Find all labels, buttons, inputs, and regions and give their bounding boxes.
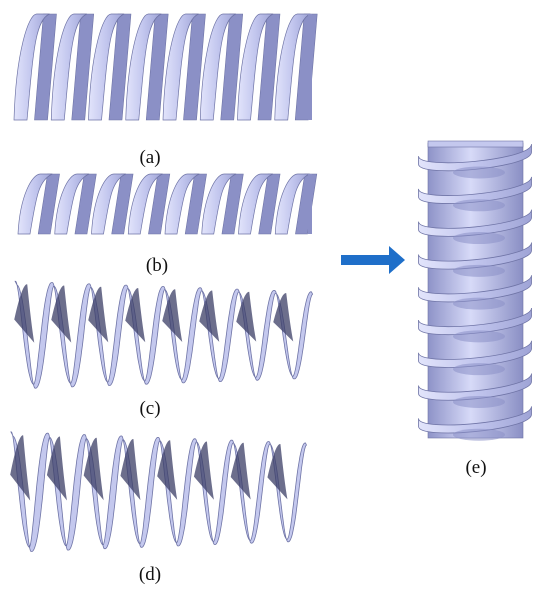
coil-back-strip	[183, 13, 206, 121]
coil-back-strip	[37, 173, 60, 235]
right-arrow-icon	[341, 246, 405, 274]
coil-turn	[418, 406, 532, 434]
caption-e: (e)	[465, 457, 486, 478]
coil-back-strip	[145, 13, 169, 121]
caption-b: (b)	[146, 255, 168, 276]
coil-front-strip	[162, 13, 199, 121]
panel-d: (d)	[10, 431, 307, 585]
coil-back-strip	[108, 13, 132, 121]
coil-turn	[418, 143, 532, 172]
coil-back-strip	[258, 173, 281, 235]
ribbon-shadow	[51, 285, 72, 343]
coil-groove	[453, 199, 505, 212]
ribbon-shadow	[273, 293, 294, 342]
ribbon-shadow	[125, 288, 146, 343]
coil-front-strip	[127, 173, 163, 235]
coil-groove	[453, 166, 505, 179]
ribbon-shadow	[83, 437, 104, 501]
coil-groove	[453, 297, 505, 310]
assembled-coil-e	[418, 140, 532, 441]
coil-front-strip	[13, 13, 50, 121]
coil-front-strip	[91, 173, 127, 235]
ribbon-shadow	[199, 290, 220, 342]
ribbon-shadow	[162, 289, 183, 343]
ribbon-shadow	[236, 291, 257, 342]
coil-groove	[453, 330, 505, 343]
coil-groove	[453, 363, 505, 376]
panel-a: (a)	[13, 13, 318, 168]
coil-groove	[453, 428, 505, 441]
ribbon-body	[10, 431, 307, 552]
coil-back-strip	[71, 13, 95, 121]
coil-back-strip	[148, 173, 171, 235]
coil-front-strip	[201, 173, 237, 235]
coil-top-cap	[427, 140, 524, 148]
coil-front-strip	[164, 173, 200, 235]
ribbon-shadow	[193, 441, 214, 500]
coil-end-cap	[308, 14, 312, 120]
coil-front-strip	[125, 13, 162, 121]
ribbon-shadow	[10, 435, 31, 501]
coil-back-strip	[74, 173, 97, 235]
ribbon-shadow	[120, 439, 141, 501]
coil-back-strip	[220, 13, 244, 121]
coil-back-strip	[221, 173, 244, 235]
ribbon-shadow	[157, 440, 178, 500]
coil-groove	[453, 395, 505, 408]
coil-end-cap	[308, 174, 312, 234]
coil-front-strip	[17, 173, 53, 235]
ribbon-body	[14, 280, 314, 389]
coil-front-strip	[54, 173, 90, 235]
coil-turn	[418, 176, 532, 204]
panel-c: (c)	[14, 280, 314, 419]
narrow-strip-coil-b	[17, 173, 318, 235]
coil-front-strip	[238, 173, 274, 235]
ribbon-shadow	[14, 284, 35, 343]
coil-back-strip	[111, 173, 134, 235]
coil-front-strip	[237, 13, 274, 121]
ribbon-shadow	[46, 436, 67, 501]
twisted-ribbon-wave-d	[10, 431, 307, 552]
ribbon-shadow	[230, 442, 251, 500]
coil-front-strip	[50, 13, 88, 121]
twisted-ribbon-wave-c	[14, 280, 314, 389]
coil-back-strip	[34, 13, 57, 121]
coil-turn	[418, 209, 532, 237]
coil-turn	[418, 340, 532, 368]
coil-turn	[418, 307, 532, 336]
ribbon-shadow	[267, 444, 288, 500]
panel-b: (b)	[17, 173, 318, 276]
coil-turn	[418, 242, 532, 270]
coil-groove	[453, 264, 505, 277]
coil-back-strip	[257, 13, 281, 121]
caption-d: (d)	[139, 564, 161, 585]
coil-front-strip	[199, 13, 237, 121]
flat-strip-coil-a	[13, 13, 318, 121]
coil-groove	[453, 232, 505, 245]
coil-turn	[418, 275, 532, 303]
coil-front-strip	[88, 13, 125, 121]
ribbon-shadow	[88, 286, 109, 343]
coil-turn	[418, 373, 532, 401]
caption-c: (c)	[139, 398, 160, 419]
caption-a: (a)	[139, 147, 160, 168]
panel-e: (e)	[418, 140, 532, 478]
coil-back-strip	[184, 173, 207, 235]
